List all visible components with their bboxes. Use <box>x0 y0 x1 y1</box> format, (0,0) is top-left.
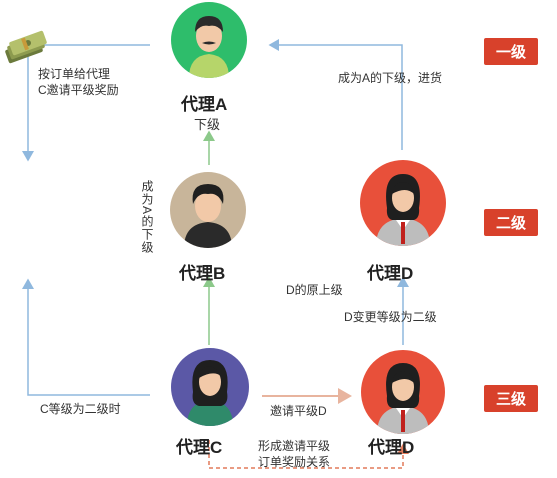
agent-c-name: 代理C <box>176 438 223 457</box>
arrow-c-promoted <box>22 278 150 396</box>
arrow-d-to-a <box>268 39 403 150</box>
agent-b-name: 代理B <box>179 264 226 283</box>
form-relation-note-line1: 形成邀请平级 <box>258 439 331 453</box>
agent-d-top-avatar <box>360 160 446 246</box>
invite-peer-d-note: 邀请平级D <box>270 404 327 418</box>
level-one-badge: 一级 <box>484 38 539 65</box>
agent-d-bottom-name: 代理D <box>368 438 415 457</box>
money-stack-icon <box>2 30 48 64</box>
d-promoted-note: D变更等级为二级 <box>344 310 437 324</box>
agent-c-avatar <box>171 348 249 426</box>
form-relation-note-line2: 订单奖励关系 <box>258 455 331 469</box>
d-original-superior-note: D的原上级 <box>286 283 343 297</box>
c-promoted-note: C等级为二级时 <box>40 402 121 416</box>
order-reward-note-line1: 按订单给代理 <box>38 67 111 81</box>
become-a-sub-purchase-note: 成为A的下级，进货 <box>338 71 443 85</box>
agent-a-sub-label: 下级 <box>194 117 221 132</box>
order-reward-note-line2: C邀请平级奖励 <box>38 83 119 97</box>
arrow-reward-relation <box>208 440 409 469</box>
agent-d-bottom-avatar <box>361 350 445 434</box>
agent-d-top-name: 代理D <box>367 264 414 283</box>
agent-a-name: 代理A <box>181 95 228 114</box>
level-two-badge: 二级 <box>484 209 539 236</box>
level-three-badge: 三级 <box>484 385 539 412</box>
become-a-sub-vertical-note: 成为A的下级 <box>140 180 154 255</box>
agent-b-avatar <box>170 172 246 248</box>
agent-a-avatar <box>171 2 247 78</box>
